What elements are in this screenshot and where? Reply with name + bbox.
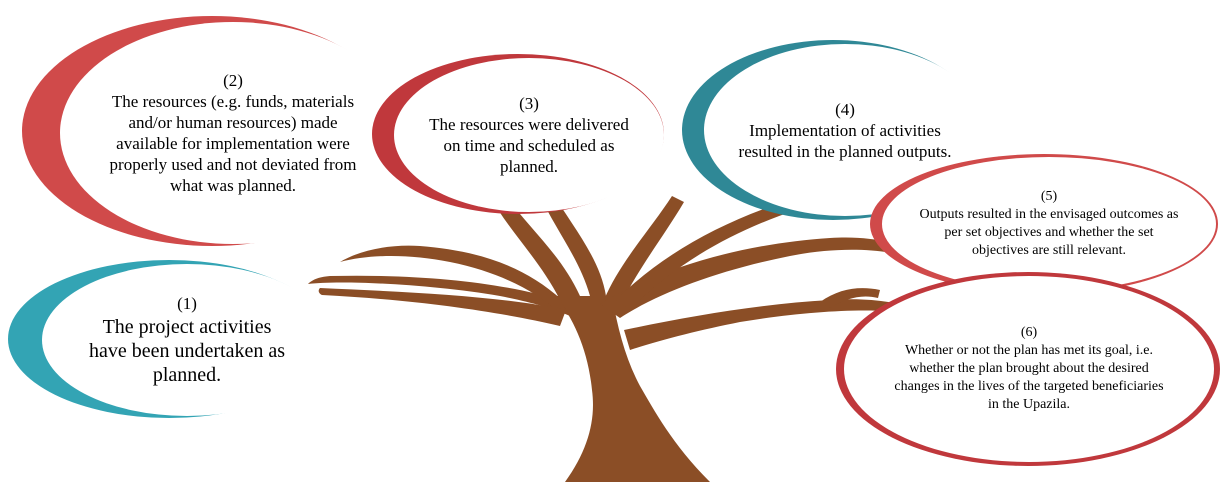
bubble-5-text: Outputs resulted in the envisaged outcom… [919,207,1179,258]
tree-branch-center-2 [540,192,606,296]
bubble-6: (6) Whether or not the plan has met its … [836,272,1222,468]
tree-branch-right-lower [624,299,900,350]
bubble-5-face: (5) Outputs resulted in the envisaged ou… [882,157,1216,291]
tree-branch-center-3 [604,196,684,302]
tree-trunk [556,296,710,482]
bubble-4-number: (4) [835,99,855,119]
tree-branch-right-curl [820,288,880,308]
bubble-2-number: (2) [223,71,243,90]
bubble-6-number: (6) [1020,325,1038,340]
tree-branch-left-lower [318,288,566,326]
bubble-3: (3) The resources were delivered on time… [372,54,666,216]
tree-branch-center-1 [490,190,580,300]
bubble-1-face: (1) The project activities have been und… [42,264,332,416]
bubble-5-number: (5) [1040,189,1058,204]
bubble-1: (1) The project activities have been und… [8,260,332,418]
bubble-2-face: (2) The resources (e.g. funds, materials… [60,22,406,244]
tree-branch-left [308,275,570,316]
bubble-2: (2) The resources (e.g. funds, materials… [22,16,406,248]
bubble-4-text: Implementation of activities resulted in… [738,120,952,161]
bubble-3-number: (3) [519,94,539,113]
bubble-6-text: Whether or not the plan has met its goal… [894,343,1164,412]
bubble-5: (5) Outputs resulted in the envisaged ou… [870,154,1220,296]
bubble-2-text: The resources (e.g. funds, materials and… [109,92,357,195]
bubble-3-text: The resources were delivered on time and… [429,115,629,176]
tree-shape [308,190,900,482]
bubble-3-face: (3) The resources were delivered on time… [394,58,664,212]
bubble-1-text: The project activities have been underta… [88,316,285,386]
bubble-1-number: (1) [177,294,197,313]
tree-branch-left-upper [340,245,562,310]
bubble-6-face: (6) Whether or not the plan has met its … [844,276,1214,462]
